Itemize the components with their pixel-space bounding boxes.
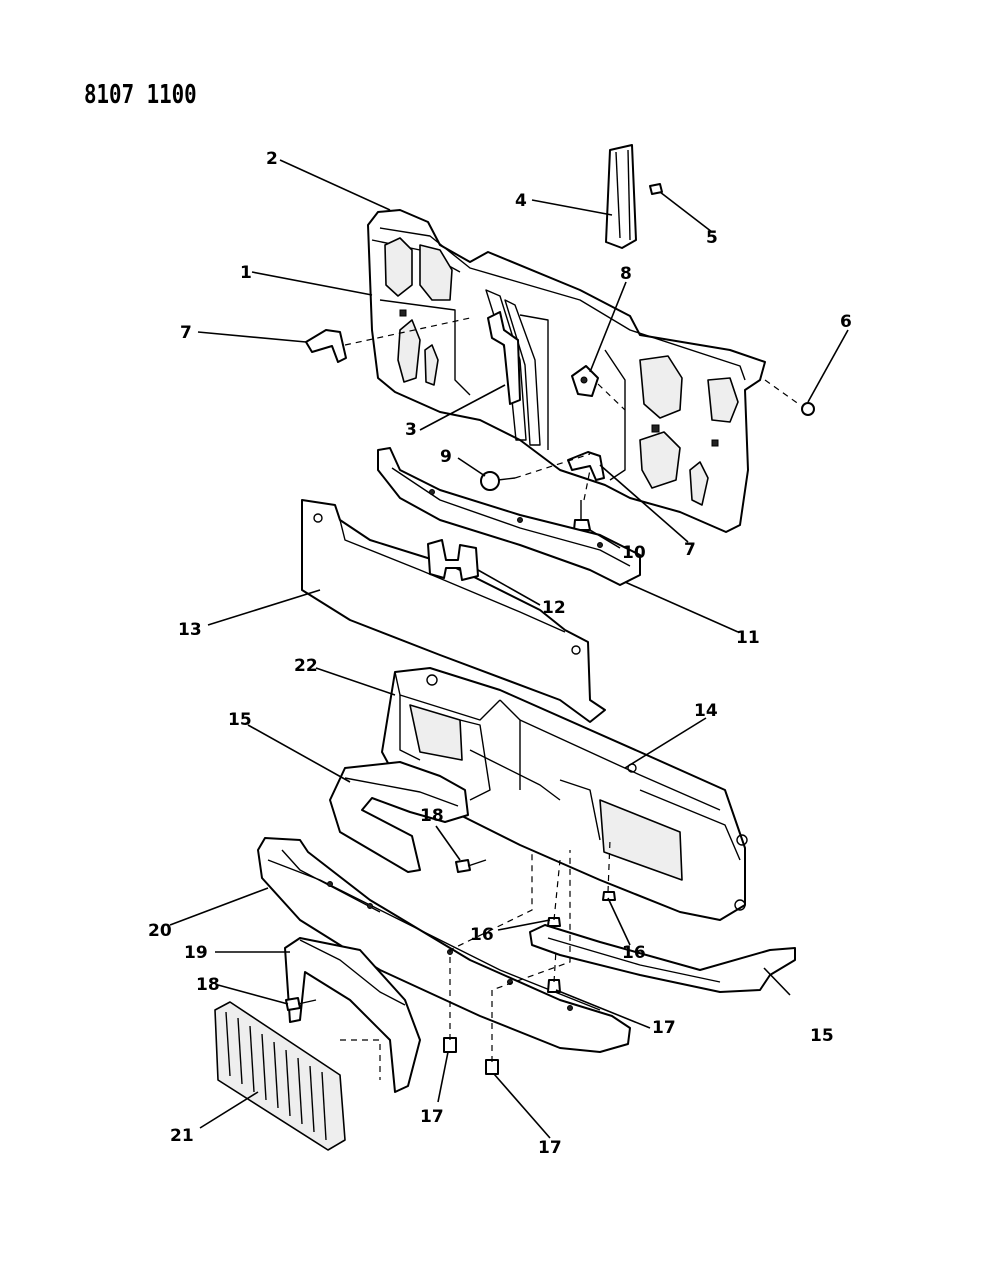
callouts: 2 4 5 1 8 6 7 3 9 10 7 12 13 11 22 14 15… xyxy=(148,149,852,1158)
callout-7-left: 7 xyxy=(180,323,192,343)
callout-9: 9 xyxy=(440,447,452,467)
bolt xyxy=(480,471,516,491)
clip xyxy=(427,539,479,581)
bezel-right xyxy=(529,924,796,993)
callout-16-left: 16 xyxy=(470,925,494,945)
callout-18-upper: 18 xyxy=(420,806,444,826)
callout-12: 12 xyxy=(542,598,566,618)
callout-10: 10 xyxy=(622,543,646,563)
callout-6: 6 xyxy=(840,312,852,332)
callout-21: 20 xyxy=(148,921,172,941)
screw-10 xyxy=(573,500,591,531)
callout-3: 3 xyxy=(405,420,417,440)
leader-lines xyxy=(169,159,849,1139)
screw xyxy=(649,183,663,195)
callout-18-lower: 18 xyxy=(196,975,220,995)
callout-11: 11 xyxy=(736,628,760,648)
callout-1: 1 xyxy=(240,263,252,283)
grille-bracket xyxy=(284,937,421,1093)
callout-19: 21 xyxy=(170,1126,194,1146)
callout-4: 4 xyxy=(515,191,527,211)
grille xyxy=(214,1001,346,1151)
lower-crossmember xyxy=(377,447,641,586)
nut xyxy=(801,402,815,416)
figure-number: 8107 1100 xyxy=(84,80,197,110)
bracket-left xyxy=(305,329,347,363)
callout-17-bottom-left: 17 xyxy=(420,1107,444,1127)
callout-8: 8 xyxy=(620,264,632,284)
radiator-support-panel xyxy=(367,209,766,533)
callout-13: 13 xyxy=(178,620,202,640)
center-bracket xyxy=(487,311,521,405)
callout-17-right: 17 xyxy=(652,1018,676,1038)
callout-2: 2 xyxy=(266,149,278,169)
air-shield xyxy=(301,499,606,723)
callout-17-bottom-right: 17 xyxy=(538,1138,562,1158)
bracket-right xyxy=(567,451,605,481)
callout-5: 5 xyxy=(706,228,718,248)
bezel-left xyxy=(329,761,469,873)
callout-15-left: 15 xyxy=(228,710,252,730)
callout-16-right: 16 xyxy=(622,943,646,963)
callout-14: 14 xyxy=(694,701,718,721)
callout-22: 22 xyxy=(294,656,318,676)
callout-15-right: 15 xyxy=(810,1026,834,1046)
callout-20: 19 xyxy=(184,943,208,963)
callout-7-right: 7 xyxy=(684,540,696,560)
upper-bracket xyxy=(605,144,637,249)
